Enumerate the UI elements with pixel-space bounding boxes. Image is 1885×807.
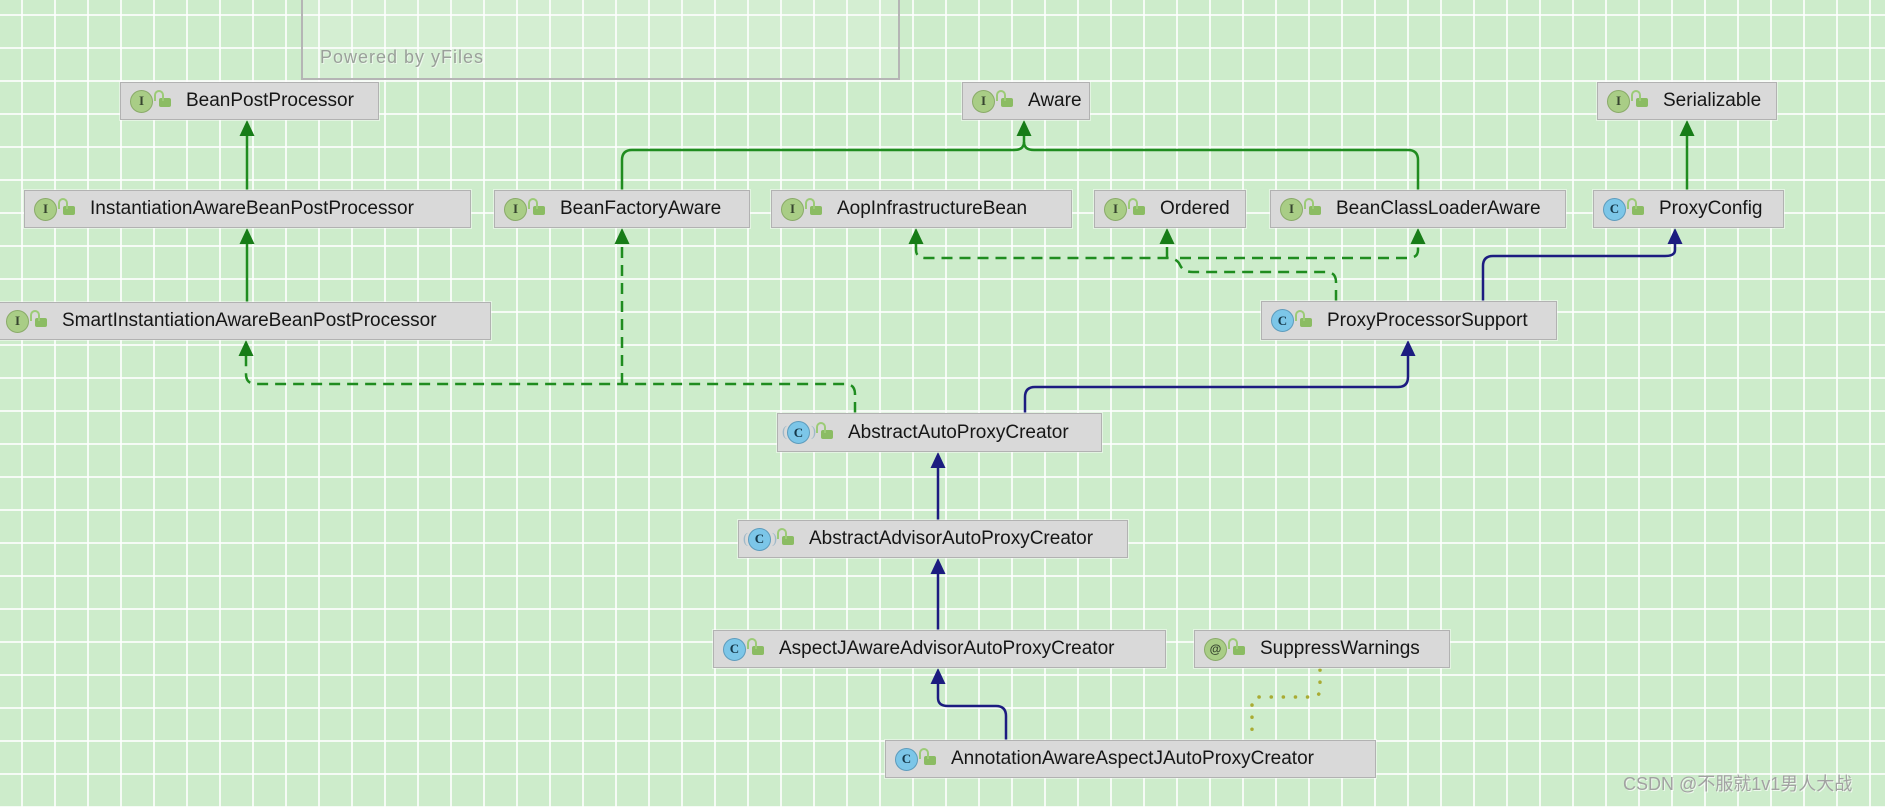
abstract-class-icon: C (748, 527, 771, 551)
node-SmartInstantiationAwareBeanPostProcessor[interactable]: I SmartInstantiationAwareBeanPostProcesso… (0, 302, 491, 340)
node-label: Serializable (1663, 90, 1762, 111)
edge-AbstractAutoProxyCreator-to-ProxyProcessorSupport (1023, 356, 1410, 413)
public-lock-icon (154, 90, 171, 107)
csdn-watermark: CSDN @不服就1v1男人大战 (1623, 774, 1853, 794)
edge-ProxyProcessorSupport-to-ProxyConfig (1481, 244, 1677, 301)
public-lock-icon (805, 198, 822, 215)
node-label: Ordered (1160, 198, 1230, 219)
interface-icon: I (1280, 197, 1303, 221)
interface-icon: I (1607, 89, 1630, 113)
public-lock-icon (30, 310, 47, 327)
arrowhead-extends (930, 558, 946, 574)
public-lock-icon (816, 421, 833, 439)
edge-AnnotationAwareAspectJAutoProxyCreator-to-SuppressWarnings (1250, 668, 1322, 740)
node-InstantiationAwareBeanPostProcessor[interactable]: I InstantiationAwareBeanPostProcessor (24, 190, 471, 228)
class-icon: C (895, 747, 918, 771)
node-AbstractAutoProxyCreator[interactable]: (C) AbstractAutoProxyCreator (777, 413, 1102, 452)
node-Ordered[interactable]: I Ordered (1094, 190, 1246, 228)
public-lock-icon (1304, 198, 1321, 215)
node-BeanPostProcessor[interactable]: I BeanPostProcessor (120, 82, 379, 120)
node-label: AopInfrastructureBean (837, 198, 1028, 219)
arrowhead-extends (1400, 340, 1416, 356)
class-icon: C (723, 637, 746, 661)
node-label: InstantiationAwareBeanPostProcessor (90, 198, 414, 219)
node-label: AnnotationAwareAspectJAutoProxyCreator (951, 748, 1314, 769)
node-SuppressWarnings[interactable]: @ SuppressWarnings (1194, 630, 1450, 668)
node-AspectJAwareAdvisorAutoProxyCreator[interactable]: C AspectJAwareAdvisorAutoProxyCreator (713, 630, 1166, 668)
edge-AnnotationAwareAspectJAutoProxyCreator-to-AspectJAwareAdvisorAutoProxyCreator (936, 684, 1008, 740)
public-lock-icon (528, 198, 545, 215)
public-lock-icon (919, 748, 936, 765)
node-ProxyConfig[interactable]: C ProxyConfig (1593, 190, 1784, 228)
arrowhead-implements (1679, 120, 1695, 136)
yfiles-watermark-box: Powered by yFiles (301, 0, 900, 80)
node-Serializable[interactable]: I Serializable (1597, 82, 1777, 120)
arrowhead-extends (1667, 228, 1683, 244)
node-BeanFactoryAware[interactable]: I BeanFactoryAware (494, 190, 750, 228)
arrowhead-extends (930, 452, 946, 468)
class-icon: C (1271, 309, 1294, 332)
node-label: AbstractAutoProxyCreator (848, 421, 1069, 443)
interface-icon: I (972, 89, 995, 113)
yfiles-watermark-text: Powered by yFiles (320, 47, 485, 67)
abstract-marker: ) (811, 424, 816, 440)
node-label: AspectJAwareAdvisorAutoProxyCreator (779, 638, 1115, 659)
interface-icon: I (6, 309, 29, 333)
node-AopInfrastructureBean[interactable]: I AopInfrastructureBean (771, 190, 1072, 228)
node-label: BeanPostProcessor (186, 90, 354, 111)
public-lock-icon (1627, 198, 1644, 215)
interface-icon: I (1104, 197, 1127, 221)
node-label: ProxyConfig (1659, 198, 1763, 219)
edge-ProxyProcessorSupport-to-AopInfrastructureBean (914, 244, 1338, 301)
class-icon: C (1603, 197, 1626, 221)
arrowhead-implements (238, 340, 254, 356)
arrowhead-implements (1159, 228, 1175, 244)
node-label: Aware (1028, 90, 1082, 111)
node-label: SuppressWarnings (1260, 638, 1420, 659)
edge-AbstractAutoProxyCreator-to-SmartInstantiationAwareBeanPostProcessor (244, 356, 857, 413)
abstract-marker: ( (743, 530, 748, 547)
abstract-marker: ( (782, 424, 787, 440)
public-lock-icon (747, 638, 764, 655)
annotation-icon: @ (1204, 637, 1227, 661)
arrowhead-extends (239, 228, 255, 244)
public-lock-icon (1295, 309, 1312, 327)
node-AnnotationAwareAspectJAutoProxyCreator[interactable]: C AnnotationAwareAspectJAutoProxyCreator (885, 740, 1376, 778)
abstract-class-icon: C (787, 421, 810, 444)
public-lock-icon (1128, 198, 1145, 215)
public-lock-icon (1631, 90, 1648, 107)
arrowhead-implements (614, 228, 630, 244)
node-label: BeanFactoryAware (560, 198, 722, 219)
node-AbstractAdvisorAutoProxyCreator[interactable]: (C) AbstractAdvisorAutoProxyCreator (738, 520, 1128, 558)
abstract-marker: ) (772, 530, 777, 547)
interface-icon: I (781, 197, 804, 221)
node-label: BeanClassLoaderAware (1336, 198, 1541, 219)
public-lock-icon (996, 90, 1013, 107)
arrowhead-extends (239, 120, 255, 136)
node-label: AbstractAdvisorAutoProxyCreator (809, 528, 1094, 549)
node-BeanClassLoaderAware[interactable]: I BeanClassLoaderAware (1270, 190, 1566, 228)
interface-icon: I (504, 197, 527, 221)
interface-icon: I (34, 197, 57, 221)
arrowhead-extends (1016, 120, 1032, 136)
arrowhead-implements (1410, 228, 1426, 244)
node-label: ProxyProcessorSupport (1327, 309, 1528, 331)
edge-BeanClassLoaderAware-to-Aware (1022, 141, 1420, 190)
node-Aware[interactable]: I Aware (962, 82, 1090, 120)
public-lock-icon (58, 198, 75, 215)
node-ProxyProcessorSupport[interactable]: C ProxyProcessorSupport (1261, 301, 1557, 340)
public-lock-icon (1228, 638, 1245, 655)
edge-ProxyProcessorSupport-to-BeanClassLoaderAware (1180, 244, 1420, 260)
interface-icon: I (130, 89, 153, 113)
node-label: SmartInstantiationAwareBeanPostProcessor (62, 310, 437, 331)
arrowhead-implements (908, 228, 924, 244)
public-lock-icon (777, 528, 794, 545)
edge-BeanFactoryAware-to-Aware (620, 136, 1026, 190)
arrowhead-extends (930, 668, 946, 684)
